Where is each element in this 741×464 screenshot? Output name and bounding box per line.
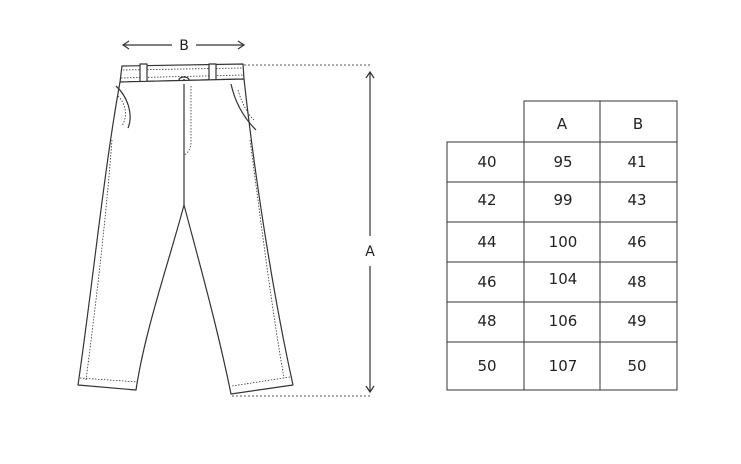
size-cell: 44 [477,233,496,251]
side-seam-right [249,139,285,379]
width-dimension: B [121,38,246,54]
a-value-cell: 99 [553,191,572,209]
table-body [446,141,678,391]
size-cell: 40 [477,153,496,171]
length-arrow-bottom-head [365,385,375,394]
length-dimension: A [232,64,375,397]
belt-loop-left [139,63,148,83]
width-arrow-left-head [121,40,130,50]
b-value-cell: 46 [627,233,646,251]
pocket-left-stitching [117,95,126,127]
a-value-cell: 107 [549,357,578,375]
b-value-cell: 43 [627,191,646,209]
hem-stitching [79,376,291,387]
column-header-b: B [633,115,643,133]
length-arrow-top-head [365,70,375,79]
size-cell: 48 [477,312,496,330]
a-value-cell: 100 [549,233,578,251]
size-cell: 46 [477,273,496,291]
header-cell-a [523,100,601,143]
a-value-cell: 106 [549,312,578,330]
width-label: B [179,38,189,54]
b-value-cell: 49 [627,312,646,330]
size-cell: 50 [477,357,496,375]
length-label: A [365,244,375,260]
size-table: A B 40 95 41 42 99 43 44 100 46 46 104 4… [446,100,678,391]
header-cell-b [599,100,678,143]
pocket-right-stitching [237,89,255,121]
pocket-left [115,85,131,129]
pocket-right [230,83,257,131]
pants-illustration [77,63,294,395]
pants-outline [77,78,294,395]
b-value-cell: 48 [627,273,646,291]
belt-loop-right [208,63,217,82]
column-header-a: A [557,115,568,133]
a-value-cell: 95 [553,153,572,171]
b-value-cell: 50 [627,357,646,375]
b-value-cell: 41 [627,153,646,171]
side-seam-left [85,139,113,381]
fly-stitching [183,86,192,156]
width-arrow-right-head [237,40,246,50]
a-value-cell: 104 [549,270,578,288]
waistband-stitching [120,67,244,79]
size-cell: 42 [477,191,496,209]
